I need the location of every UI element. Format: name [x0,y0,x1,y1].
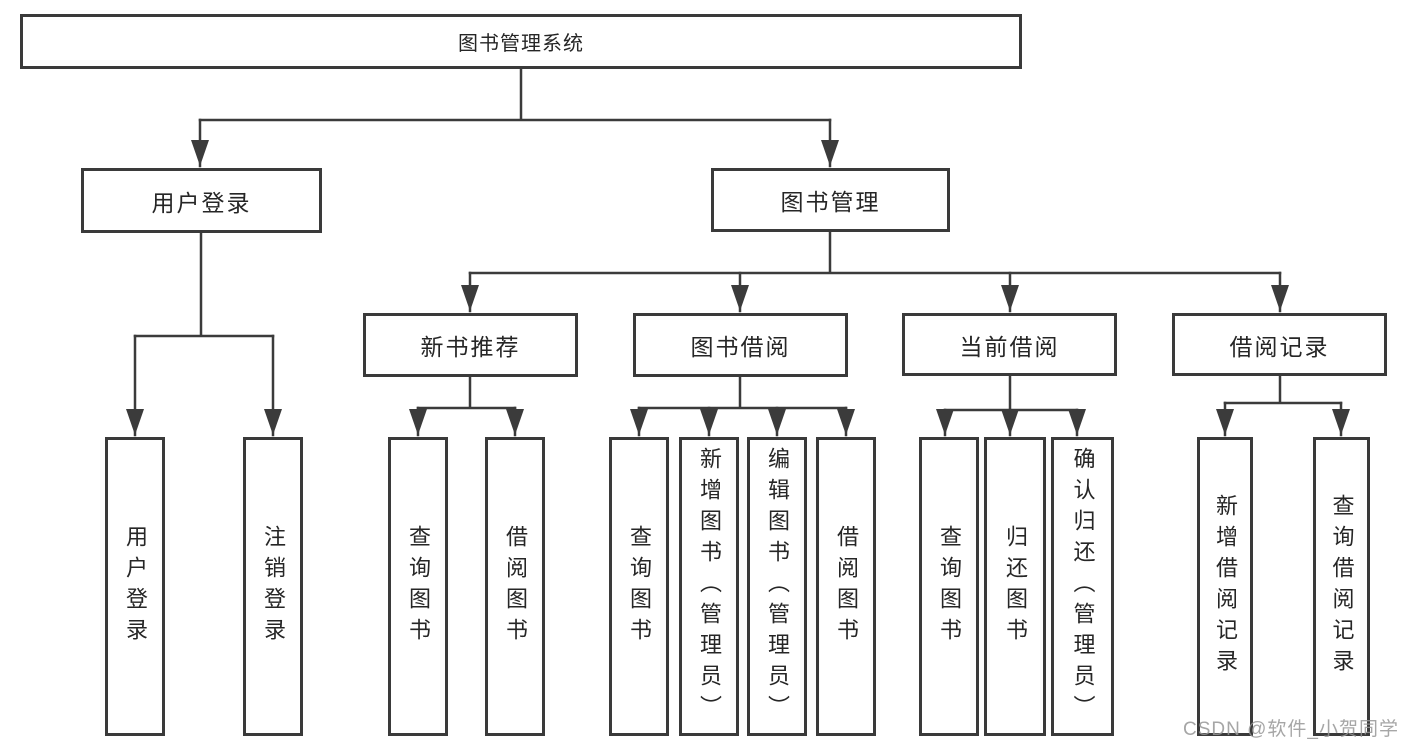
leaf-user-login-label: 用户登录 [123,524,148,649]
leaf-add-borrow-record: 新增借阅记录 [1197,437,1253,736]
leaf-query-books-borrow-label: 查询图书 [627,524,652,649]
leaf-confirm-return-admin: 确认归还（管理员） [1051,437,1114,736]
node-book-management: 图书管理 [711,168,950,232]
node-borrow-records-label: 借阅记录 [1229,333,1330,360]
leaf-borrow-books-recommend-label: 借阅图书 [503,524,528,649]
leaf-query-borrow-record-label: 查询借阅记录 [1329,493,1355,680]
node-book-borrow-label: 图书借阅 [690,334,791,360]
node-book-borrow: 图书借阅 [633,313,848,377]
leaf-user-login: 用户登录 [105,437,165,736]
leaf-query-books-recommend-label: 查询图书 [406,524,431,649]
node-user-login: 用户登录 [81,168,322,233]
csdn-watermark: CSDN @软件_小贺同学 [1183,719,1399,740]
node-new-book-recommend-label: 新书推荐 [420,334,521,360]
node-current-borrow: 当前借阅 [902,313,1117,376]
node-current-borrow-label: 当前借阅 [959,333,1060,360]
leaf-query-books-current-label: 查询图书 [937,524,962,649]
leaf-borrow-books: 借阅图书 [816,437,876,736]
node-new-book-recommend: 新书推荐 [363,313,578,377]
leaf-add-books-admin-label: 新增图书（管理员） [697,447,722,726]
leaf-logout: 注销登录 [243,437,303,736]
node-root-system: 图书管理系统 [20,14,1022,69]
leaf-add-books-admin: 新增图书（管理员） [679,437,739,736]
leaf-query-books-recommend: 查询图书 [388,437,448,736]
leaf-borrow-books-label: 借阅图书 [834,524,859,649]
leaf-return-books: 归还图书 [984,437,1046,736]
leaf-logout-label: 注销登录 [261,524,286,649]
leaf-query-books-borrow: 查询图书 [609,437,669,736]
leaf-borrow-books-recommend: 借阅图书 [485,437,545,736]
node-root-label: 图书管理系统 [458,33,584,55]
node-user-login-label: 用户登录 [151,189,252,216]
node-borrow-records: 借阅记录 [1172,313,1387,376]
leaf-edit-books-admin-label: 编辑图书（管理员） [765,447,790,726]
node-book-management-label: 图书管理 [780,189,881,215]
leaf-confirm-return-admin-label: 确认归还（管理员） [1070,447,1096,726]
leaf-query-books-current: 查询图书 [919,437,979,736]
leaf-add-borrow-record-label: 新增借阅记录 [1213,493,1238,680]
leaf-return-books-label: 归还图书 [1003,524,1028,649]
leaf-query-borrow-record: 查询借阅记录 [1313,437,1370,736]
leaf-edit-books-admin: 编辑图书（管理员） [747,437,807,736]
